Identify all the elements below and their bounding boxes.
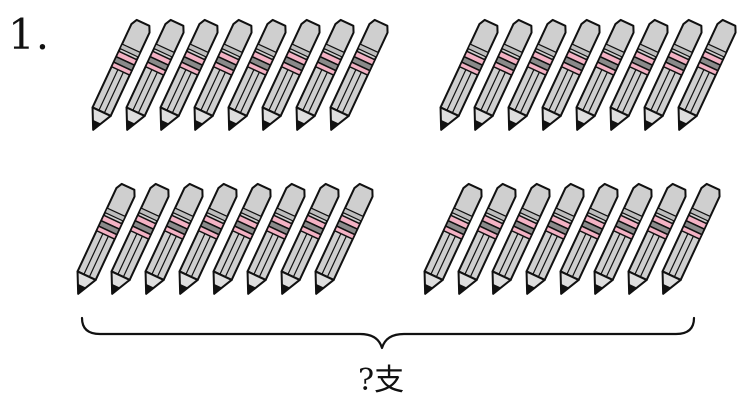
pencil-group-bottom-left (68, 181, 377, 300)
problem-number: 1. (8, 10, 51, 59)
pencil-group-bottom-right (415, 181, 724, 300)
pencil-group-top-left (83, 17, 392, 136)
curly-brace (80, 316, 696, 350)
total-question-label: ?支 (358, 363, 405, 398)
pencil-group-top-right (431, 17, 740, 136)
